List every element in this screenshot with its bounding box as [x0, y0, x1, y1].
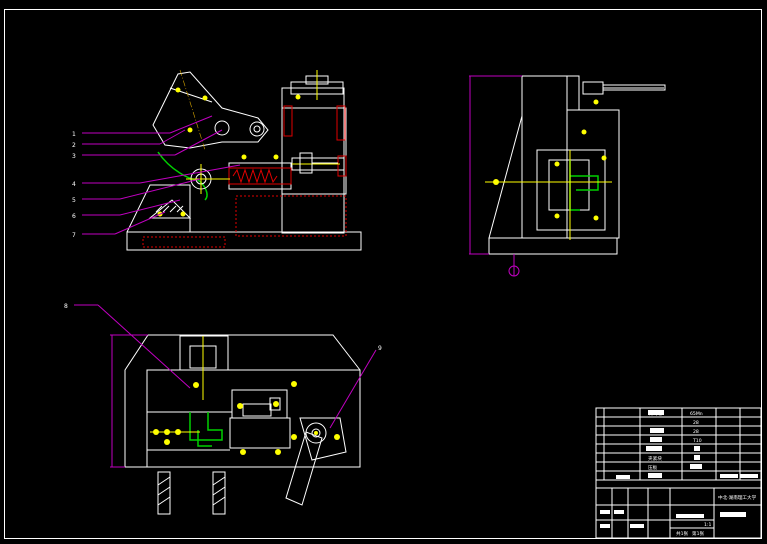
callout-6: 6 — [72, 213, 76, 220]
tb-row-4-spec: T10 — [692, 438, 702, 444]
front-view: 1 2 3 4 5 6 7 — [72, 69, 362, 251]
callout-8: 8 — [64, 303, 68, 310]
tb-row-3-spec: 28 — [693, 429, 699, 435]
callout-1: 1 — [72, 131, 76, 138]
callout-4: 4 — [72, 181, 76, 188]
tb-scale: 1:1 — [704, 522, 711, 528]
tb-sheet-total: 共1张 — [676, 530, 689, 537]
callout-7: 7 — [72, 232, 76, 239]
tb-school: 中北·湖南理工大学 — [718, 494, 757, 501]
title-block: 氧气罐 65Mn 28 28 T10 夹紧块 压板 中北·湖南理工大学 1:1 … — [595, 407, 762, 539]
side-view — [469, 75, 666, 277]
tb-row-2-spec: 28 — [693, 420, 699, 426]
callout-9: 9 — [378, 345, 382, 352]
tb-sheet-number: 第1张 — [692, 530, 705, 537]
callout-3: 3 — [72, 153, 76, 160]
tb-row-1-material: 氧气罐 — [648, 410, 662, 417]
tb-label-plate: 压板 — [648, 464, 658, 471]
tb-label-clamp: 夹紧块 — [648, 455, 662, 462]
tb-row-1-spec: 65Mn — [690, 411, 703, 417]
callout-5: 5 — [72, 197, 76, 204]
top-view: 8 9 — [64, 303, 382, 515]
drawing-border — [4, 9, 762, 539]
callout-2: 2 — [72, 142, 76, 149]
